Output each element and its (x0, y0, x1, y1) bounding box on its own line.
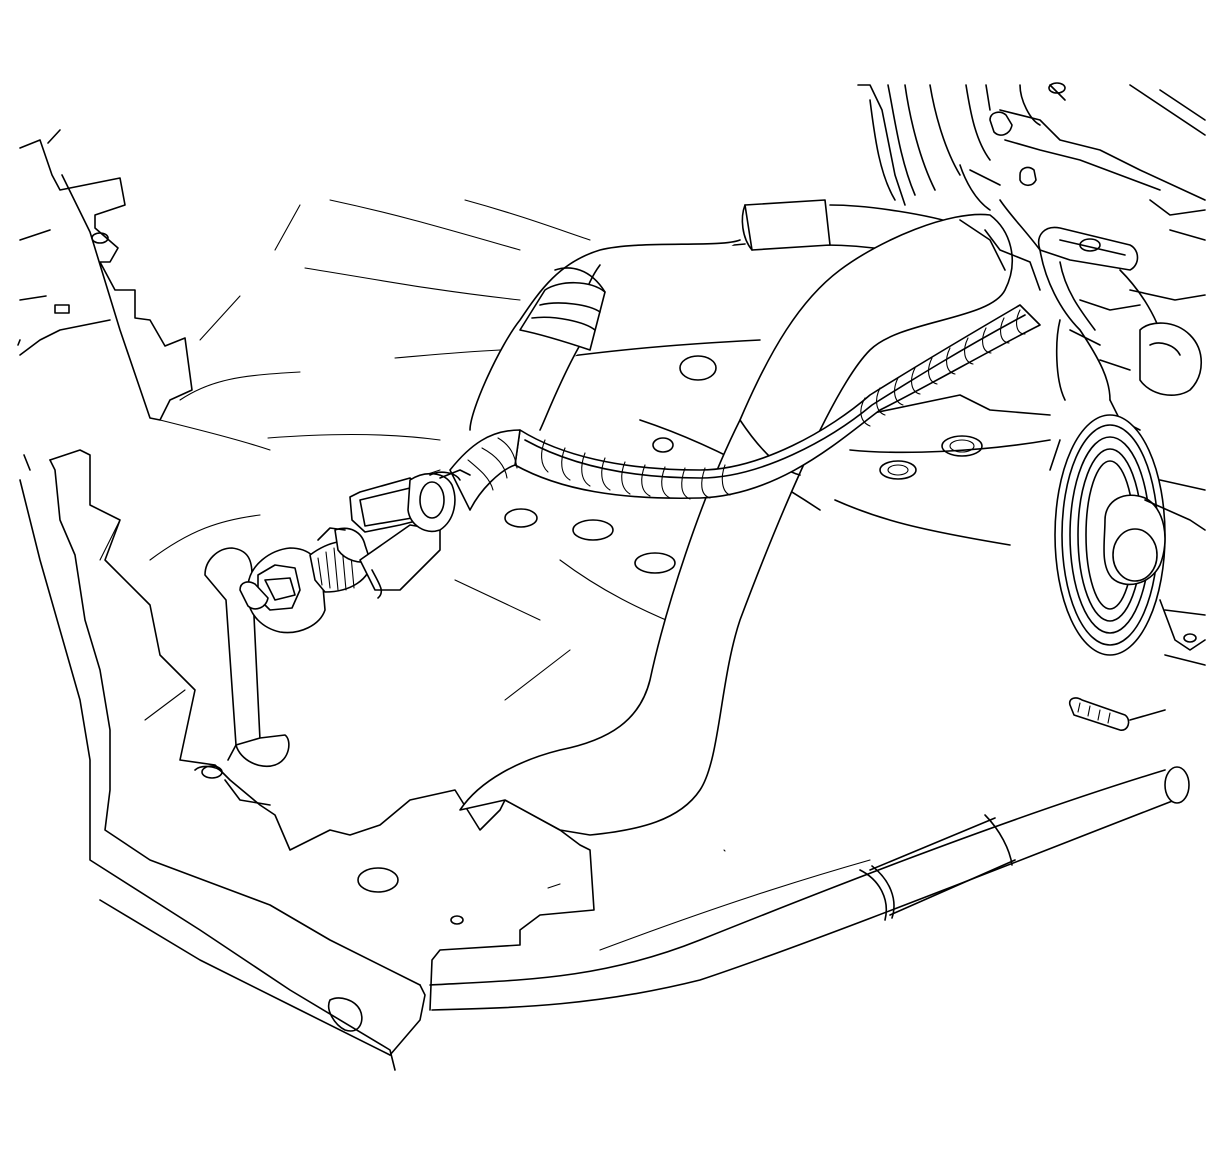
hose-support-bracket (1038, 226, 1139, 271)
power-steering-pump-pulley (1054, 414, 1206, 666)
bolt (989, 111, 1013, 136)
underbody-contours (99, 199, 691, 721)
power-steering-return-hose (469, 199, 961, 431)
convoluted-protective-sleeve (449, 304, 1041, 511)
suspension-crossmember-pipe (429, 766, 1190, 1011)
loose-bolt (1068, 697, 1166, 731)
radiator-support-panel (17, 129, 193, 421)
engine-assembly (857, 82, 1206, 431)
hose-fitting-assembly (194, 469, 471, 806)
